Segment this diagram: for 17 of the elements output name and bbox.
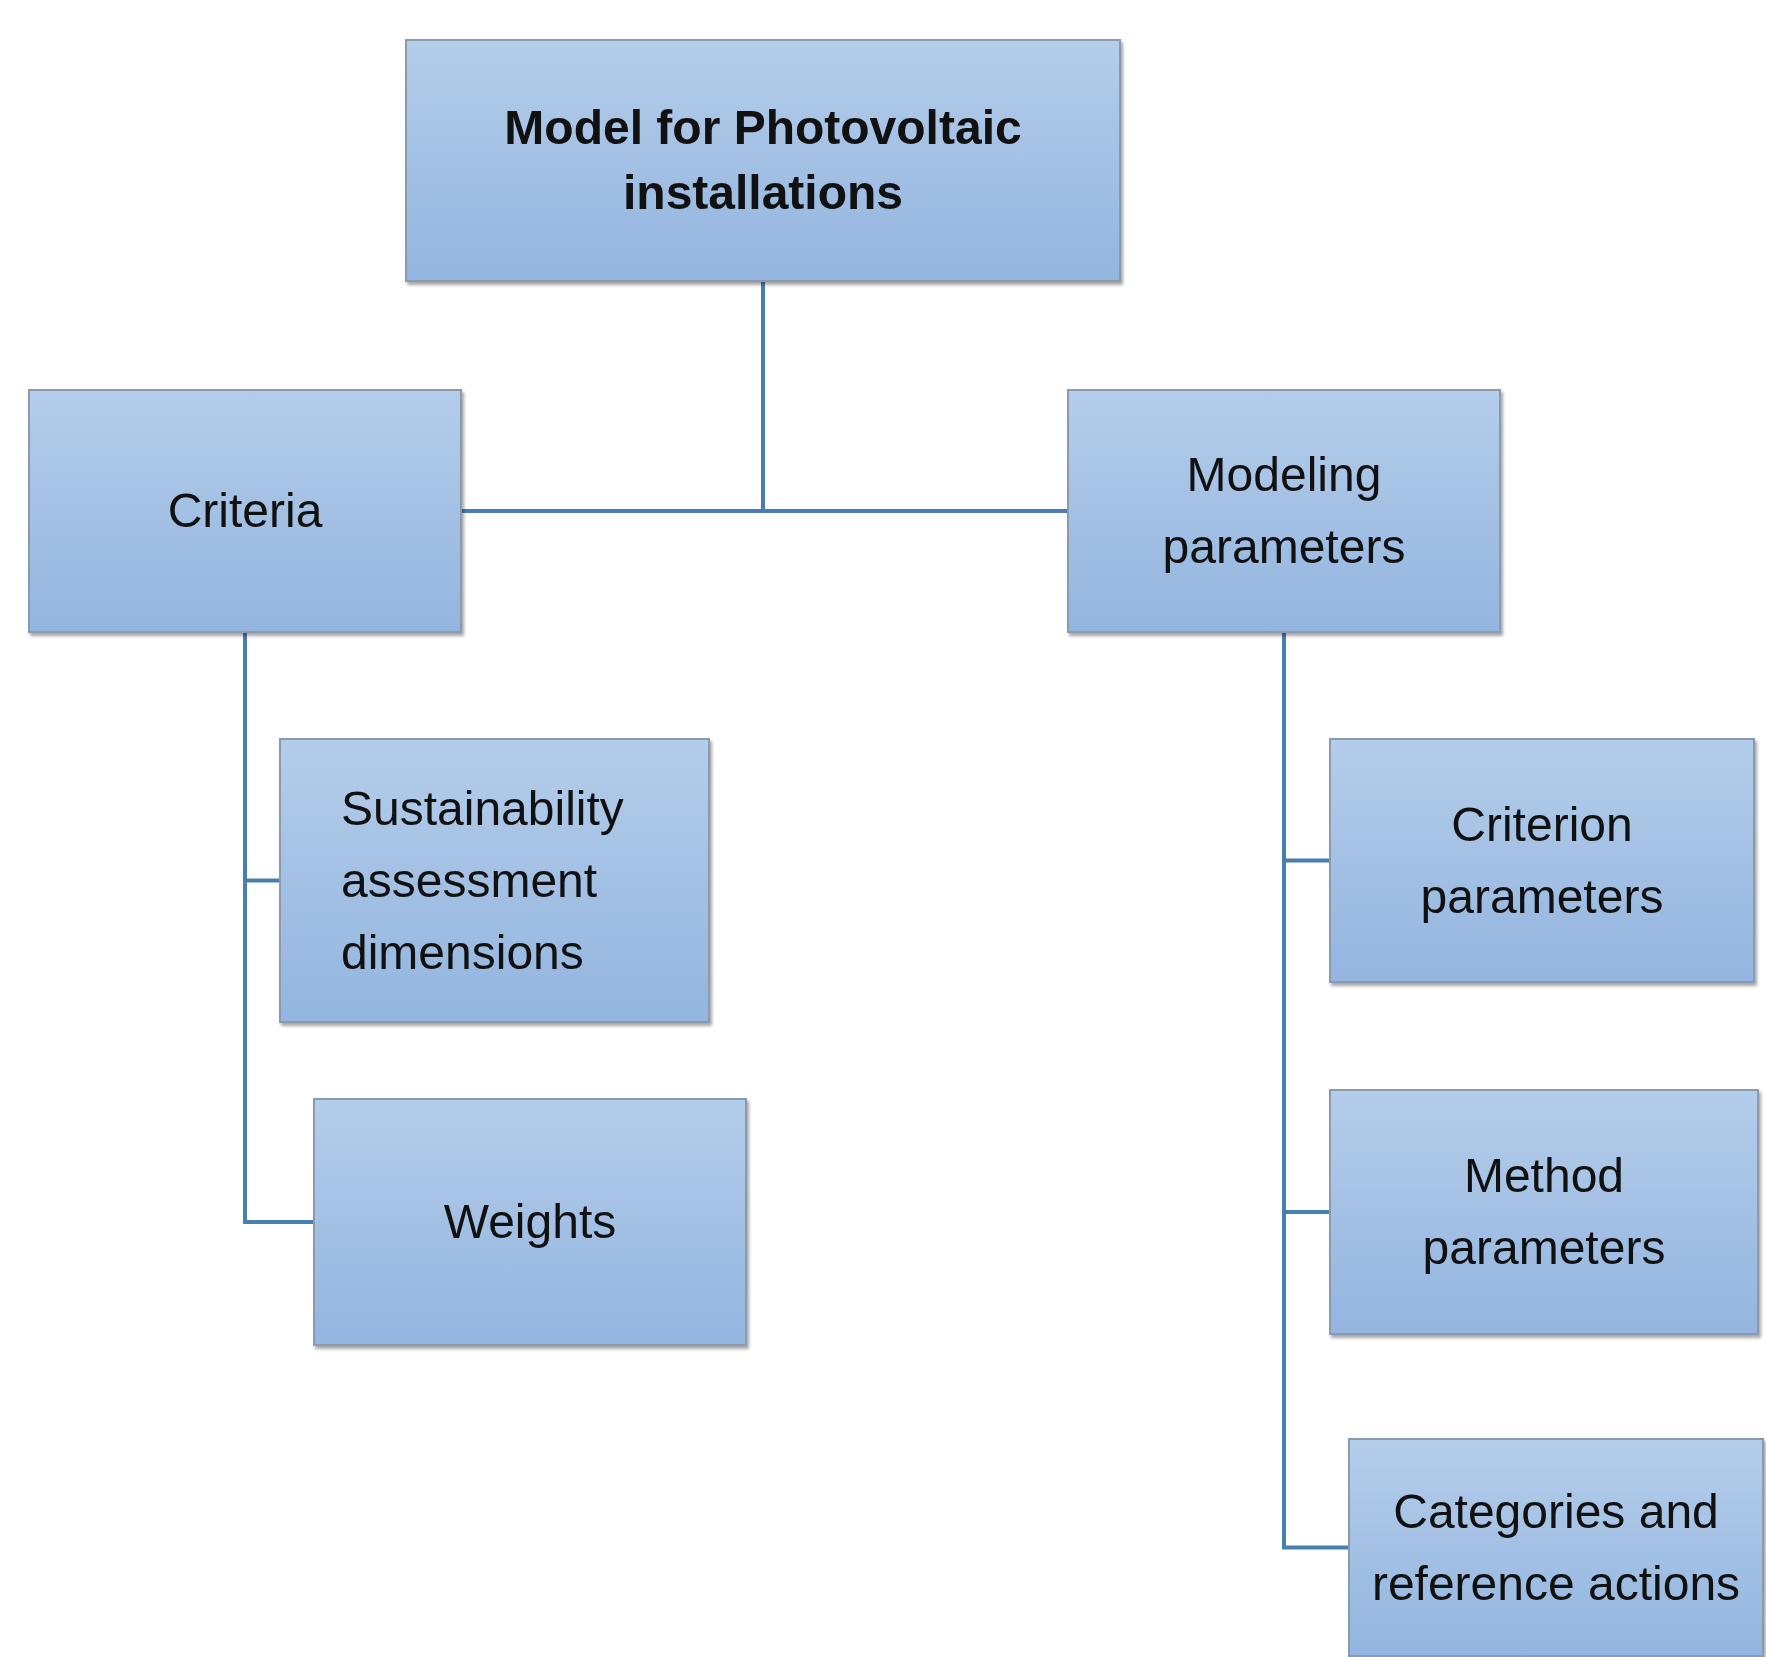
box (313, 1098, 747, 1346)
box (405, 39, 1121, 282)
box-label: Criterion parameters (1419, 796, 1665, 925)
box-label: Sustainability assessment dimensions (340, 780, 625, 981)
box-label: Method parameters (1421, 1148, 1667, 1276)
box (28, 389, 462, 633)
box-label: Categories and reference actions (1370, 1483, 1742, 1612)
box-label: Model for Photovoltaic installations (503, 99, 1023, 221)
box (279, 738, 710, 1023)
connector-line (761, 282, 1067, 513)
box (1348, 1438, 1764, 1657)
box-label: Weights (442, 1194, 618, 1250)
box (1329, 1089, 1759, 1335)
box (1329, 738, 1755, 983)
box-label: Modeling parameters (1161, 447, 1407, 575)
box-label: Criteria (166, 483, 324, 539)
box (1067, 389, 1501, 633)
